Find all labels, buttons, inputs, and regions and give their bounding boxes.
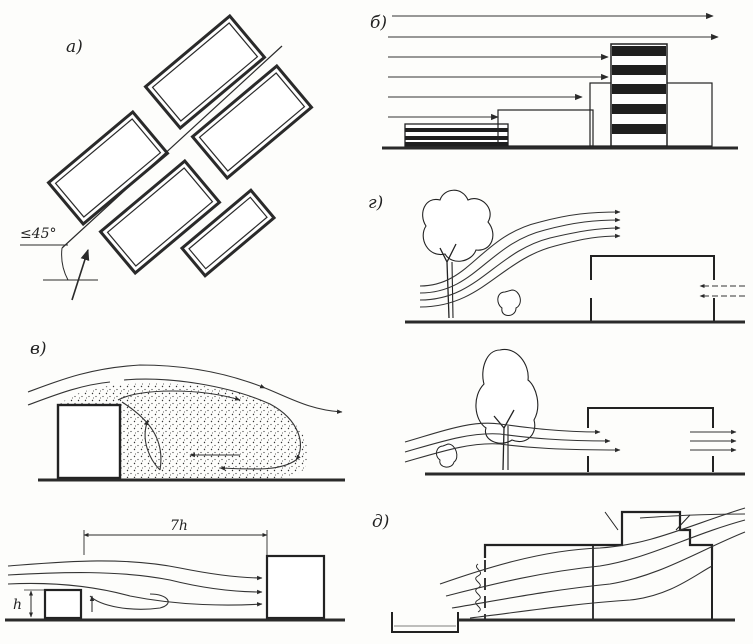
panel-d-flows xyxy=(439,507,746,619)
panel-a-buildings xyxy=(46,13,314,278)
panel-g-label: г) xyxy=(368,193,383,213)
distance-label: 7h xyxy=(170,518,188,534)
panel-g2-flows xyxy=(404,422,737,463)
panel-g2-building xyxy=(587,407,714,472)
panel-b: б) xyxy=(370,12,738,150)
panel-wake-flows xyxy=(7,560,263,612)
panel-v-building xyxy=(56,403,122,480)
panel-v-vortex-zone xyxy=(60,383,308,479)
panel-d-label: д) xyxy=(372,512,389,532)
panel-g2-tree xyxy=(435,348,539,471)
panel-g-flows xyxy=(419,209,621,308)
panel-g2 xyxy=(404,348,745,476)
panel-v-flows xyxy=(27,364,343,471)
wind-direction-arrow xyxy=(71,248,90,301)
panel-b-label: б) xyxy=(370,13,387,33)
panel-d-building xyxy=(475,510,714,620)
panel-d-ditch xyxy=(391,612,459,633)
panel-g-tree xyxy=(422,189,521,319)
panel-g: г) xyxy=(368,189,745,324)
angle-annotation: ≤45° xyxy=(20,226,57,242)
wake-small-building xyxy=(43,588,83,620)
street-line xyxy=(61,45,283,249)
panel-g-building xyxy=(590,255,745,321)
panel-d: д) xyxy=(372,507,746,633)
height-label: h xyxy=(13,597,22,613)
panel-b-buildings xyxy=(404,43,713,147)
panel-v: в) xyxy=(27,339,345,482)
panel-a-label: а) xyxy=(66,37,83,57)
panel-wake: 7h h xyxy=(5,518,345,622)
panel-b-wind-lines xyxy=(388,12,719,121)
wake-tall-building xyxy=(265,554,326,620)
panel-a: а) ≤45 xyxy=(20,13,314,301)
panel-v-label: в) xyxy=(30,339,47,359)
